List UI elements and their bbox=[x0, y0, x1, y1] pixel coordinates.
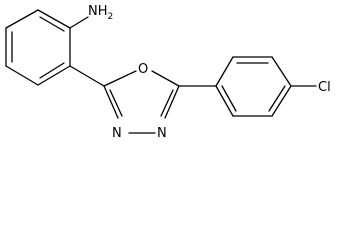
oxadiazole-ring bbox=[103, 70, 180, 134]
bond bbox=[215, 85, 234, 117]
bond bbox=[37, 9, 71, 29]
amine-bond bbox=[69, 16, 89, 29]
amine-label: NH2 bbox=[88, 4, 113, 22]
double-bond bbox=[268, 85, 286, 112]
biaryl-bond bbox=[69, 65, 105, 87]
aminophenyl-ring bbox=[5, 9, 71, 86]
bond bbox=[103, 85, 119, 119]
chlorine-label: Cl bbox=[318, 80, 331, 95]
bond bbox=[164, 85, 180, 119]
bond bbox=[271, 56, 292, 87]
bond bbox=[215, 56, 234, 87]
bond bbox=[37, 65, 71, 86]
bond bbox=[151, 70, 180, 87]
double-bond bbox=[160, 89, 174, 117]
double-bond bbox=[39, 16, 65, 32]
bond bbox=[271, 85, 292, 117]
chlorophenyl-ring bbox=[215, 56, 292, 117]
bond bbox=[5, 65, 39, 86]
oxygen-label: O bbox=[138, 62, 148, 77]
double-bond bbox=[221, 85, 237, 112]
nitrogen-label-right: N bbox=[157, 126, 167, 141]
nitrogen-label-left: N bbox=[112, 126, 122, 141]
bond bbox=[103, 70, 137, 87]
bond bbox=[5, 9, 39, 29]
double-bond bbox=[109, 89, 123, 117]
structure-diagram: NH2 O N N Cl bbox=[5, 4, 331, 141]
double-bond bbox=[39, 62, 65, 79]
